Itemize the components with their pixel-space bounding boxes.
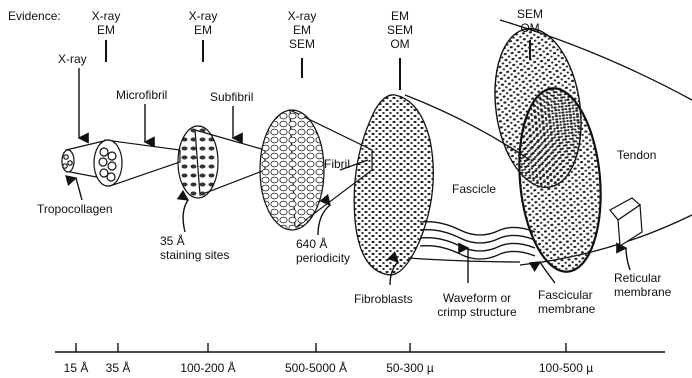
microfibril-shape <box>94 140 180 186</box>
scale-tick-label: 50-300 µ <box>370 361 450 375</box>
label-line: 640 Å <box>296 237 350 251</box>
label-line: membrane <box>538 302 595 316</box>
scale-tick-label: 500-5000 Å <box>266 361 366 375</box>
label-reticular-membrane: Reticular membrane <box>614 271 671 299</box>
evidence-group-tendon: SEM OM <box>510 7 550 35</box>
evidence-group-subfibril: X-ray EM <box>183 9 223 37</box>
evidence-item: EM <box>293 23 311 37</box>
evidence-item: X-ray <box>92 9 121 23</box>
scale-tick-label: 15 Å <box>56 361 96 375</box>
label-line: Reticular <box>614 271 671 285</box>
label-tropocollagen: Tropocollagen <box>37 202 113 216</box>
label-line: Fascicular <box>538 288 595 302</box>
evidence-item: SEM <box>289 37 315 51</box>
scale-axis <box>55 343 665 352</box>
evidence-header: Evidence: <box>8 9 61 23</box>
label-line: crimp structure <box>428 305 526 319</box>
label-line: Waveform or <box>428 291 526 305</box>
label-tendon: Tendon <box>617 148 656 162</box>
label-staining-sites: 35 Å staining sites <box>160 234 229 262</box>
evidence-item: X-ray <box>288 9 317 23</box>
label-microfibril: Microfibril <box>116 88 167 102</box>
label-line: membrane <box>614 285 671 299</box>
evidence-item: X-ray <box>189 9 218 23</box>
evidence-group-fascicle: EM SEM OM <box>380 9 420 51</box>
label-xray-tropocollagen: X-ray <box>58 52 87 66</box>
evidence-item: SEM <box>517 7 543 21</box>
label-line: 35 Å <box>160 234 229 248</box>
evidence-item: EM <box>194 23 212 37</box>
evidence-group-microfibril: X-ray EM <box>86 9 126 37</box>
label-fibroblasts: Fibroblasts <box>354 292 413 306</box>
label-fibril: Fibril <box>324 157 350 171</box>
evidence-item: OM <box>520 21 539 35</box>
reticular-membrane-shape <box>610 198 642 246</box>
subfibril-shape <box>178 126 265 198</box>
label-fascicular-membrane: Fascicular membrane <box>538 288 595 316</box>
scale-tick-label: 100-500 µ <box>526 361 606 375</box>
evidence-group-fibril: X-ray EM SEM <box>282 9 322 51</box>
label-subfibril: Subfibril <box>210 90 253 104</box>
label-line: staining sites <box>160 248 229 262</box>
fiber-bundle-shape <box>354 95 433 275</box>
evidence-item: EM <box>97 23 115 37</box>
evidence-item: SEM <box>387 23 413 37</box>
label-line: periodicity <box>296 251 350 265</box>
evidence-item: OM <box>390 37 409 51</box>
scale-tick-label: 100-200 Å <box>168 361 248 375</box>
evidence-item: EM <box>391 9 409 23</box>
label-waveform: Waveform or crimp structure <box>428 291 526 319</box>
scale-tick-label: 35 Å <box>98 361 138 375</box>
label-periodicity: 640 Å periodicity <box>296 237 350 265</box>
label-fascicle: Fascicle <box>452 182 496 196</box>
